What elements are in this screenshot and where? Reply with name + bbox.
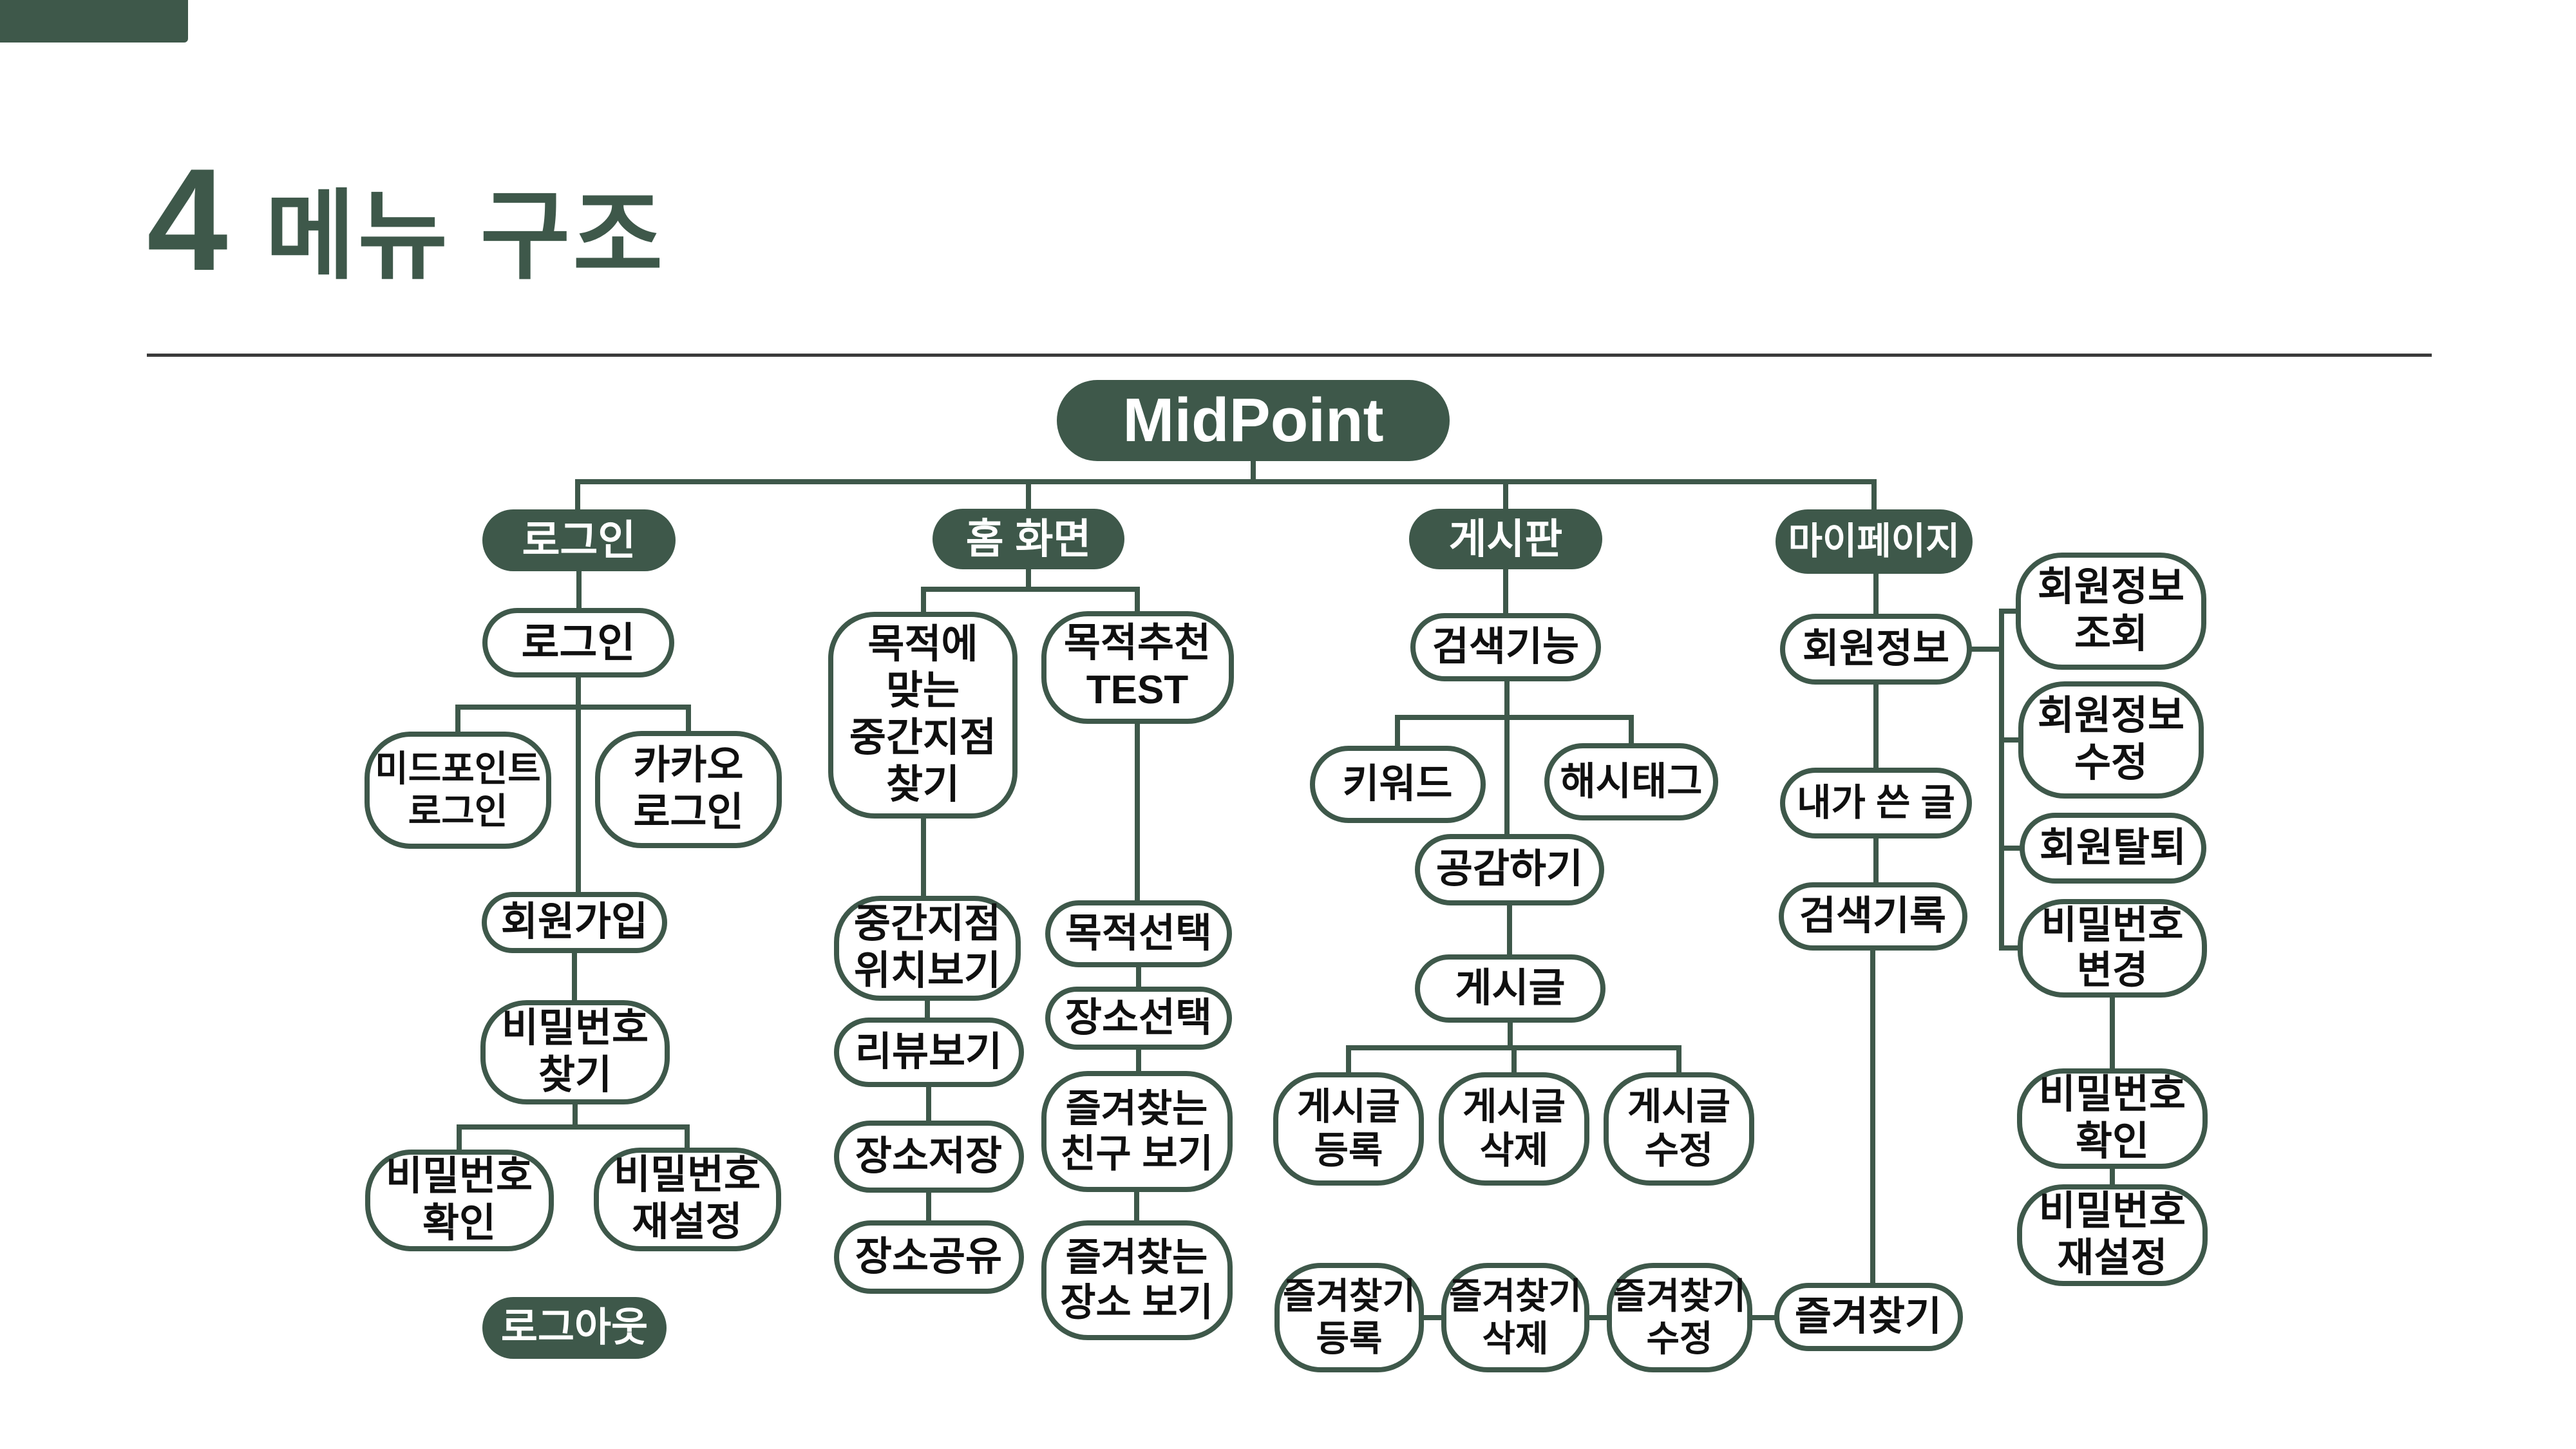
node-reset-password: 비밀번호 재설정: [593, 1147, 781, 1251]
node-password-check: 비밀번호 확인: [2017, 1068, 2208, 1169]
node-view-favorite-places: 즐겨찾는 장소 보기: [1041, 1220, 1233, 1340]
node-member-withdraw: 회원탈퇴: [2020, 813, 2206, 884]
node-password-reset: 비밀번호 재설정: [2017, 1184, 2208, 1286]
node-member-info-edit: 회원정보 수정: [2018, 681, 2204, 799]
node-midpoint-root: MidPoint: [1057, 380, 1450, 461]
node-post-edit: 게시글 수정: [1604, 1072, 1754, 1186]
slide-title-text: 메뉴 구조: [265, 182, 666, 291]
node-share-place: 장소공유: [833, 1220, 1024, 1294]
node-like: 공감하기: [1415, 833, 1604, 905]
node-logout: 로그아웃: [482, 1297, 667, 1359]
node-search-function: 검색기능: [1410, 613, 1601, 681]
node-view-reviews: 리뷰보기: [833, 1018, 1024, 1087]
node-member-info-view: 회원정보 조회: [2016, 553, 2206, 670]
title-divider-line: [147, 354, 2432, 357]
node-signup: 회원가입: [482, 891, 667, 953]
node-select-place: 장소선택: [1045, 987, 1232, 1050]
node-keyword: 키워드: [1309, 746, 1486, 823]
slide-title: 4 메뉴 구조: [147, 147, 665, 292]
node-find-midpoint-by-purpose: 목적에 맞는 중간지점 찾기: [828, 611, 1018, 819]
node-member-info: 회원정보: [1780, 614, 1972, 685]
node-find-password: 비밀번호 찾기: [480, 1000, 670, 1104]
node-password-change: 비밀번호 변경: [2018, 898, 2207, 998]
node-favorite-delete: 즐겨찾기 삭제: [1441, 1263, 1589, 1372]
node-my-posts: 내가 쓴 글: [1780, 768, 1972, 838]
node-tab-mypage: 마이페이지: [1776, 509, 1973, 574]
node-hashtag: 해시태그: [1544, 743, 1718, 820]
node-post-delete: 게시글 삭제: [1439, 1072, 1589, 1186]
node-purpose-test: 목적추천 TEST: [1041, 611, 1234, 724]
node-tab-home: 홈 화면: [933, 509, 1124, 569]
node-kakao-login: 카카오 로그인: [595, 731, 782, 848]
node-select-purpose: 목적선택: [1045, 900, 1232, 967]
node-tab-board: 게시판: [1409, 509, 1602, 569]
node-favorites: 즐겨찾기: [1774, 1283, 1963, 1351]
node-tab-login: 로그인: [482, 509, 676, 571]
node-save-place: 장소저장: [833, 1121, 1024, 1193]
node-view-midpoint-location: 중간지점 위치보기: [834, 895, 1021, 1001]
node-check-password: 비밀번호 확인: [365, 1150, 554, 1251]
slide-title-number: 4: [147, 138, 228, 301]
node-login: 로그인: [482, 608, 674, 677]
node-post: 게시글: [1415, 954, 1605, 1023]
node-post-create: 게시글 등록: [1273, 1072, 1424, 1186]
node-view-favorite-friends: 즐겨찾는 친구 보기: [1041, 1071, 1233, 1192]
node-search-history: 검색기록: [1778, 882, 1967, 951]
node-favorite-create: 즐겨찾기 등록: [1274, 1263, 1424, 1372]
node-favorite-edit: 즐겨찾기 수정: [1607, 1263, 1752, 1372]
node-midpoint-login: 미드포인트 로그인: [365, 732, 551, 849]
corner-accent-bar: [0, 0, 188, 43]
